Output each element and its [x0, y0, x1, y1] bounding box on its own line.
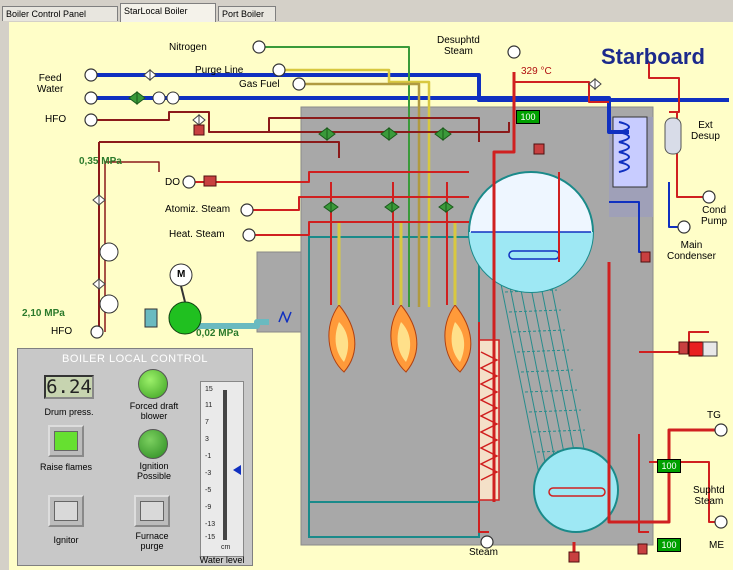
pump-icon [99, 91, 180, 314]
label-hfo-bottom: HFO [51, 326, 73, 337]
gas-burner-lines [337, 222, 457, 305]
downcomer-line [308, 237, 479, 503]
water-level-unit: cm [221, 544, 231, 551]
check-valve-icon [193, 124, 689, 563]
water-level-tick: 3 [205, 436, 209, 443]
pressure-readout-2: 2,10 MPa [22, 308, 65, 319]
water-level-marker [233, 465, 241, 475]
label-ext-desup: Ext Desup [691, 120, 720, 142]
desuper-branch [514, 81, 609, 103]
water-drum [533, 447, 619, 533]
valve-icon [128, 91, 454, 213]
water-level-tick: 11 [205, 402, 213, 409]
tank-icon [664, 117, 682, 155]
superheated-steam-branch [638, 434, 649, 533]
tab-port-boiler[interactable]: Port Boiler [218, 6, 276, 21]
pressure-readout-3: 0,02 MPa [196, 328, 239, 339]
measurement-box-3: 100 [657, 538, 681, 552]
water-level-tick: -1 [205, 453, 212, 460]
cond-return [609, 201, 641, 253]
purge-line [279, 68, 431, 307]
atomiz-steam-line [247, 196, 469, 211]
furnace-purge-label: Furnace purge [135, 531, 169, 551]
pressure-readout-1: 0,35 MPa [79, 156, 122, 167]
label-desuper-steam: Desuphtd Steam [437, 35, 480, 57]
flame-icon [328, 304, 472, 373]
do-line [189, 171, 469, 183]
measurement-box-2: 100 [657, 459, 681, 473]
endpoint-markers [84, 40, 728, 549]
label-suphtd-steam: Suphtd Steam [693, 485, 725, 507]
shutoff-valve-icon [92, 68, 602, 291]
tab-bar: Boiler Control Panel StarLocal Boiler Po… [0, 0, 733, 22]
raise-flames-button[interactable] [48, 425, 84, 457]
label-main-condenser: Main Condenser [667, 240, 716, 262]
ignition-label: Ignition Possible [136, 461, 172, 481]
furnace-purge-button[interactable] [134, 495, 170, 527]
water-level-tick: -5 [205, 487, 212, 494]
gas-fuel-line [299, 82, 421, 307]
steam-drum-water [469, 232, 593, 292]
fan-motor-label: M [177, 269, 186, 280]
measurement-box-1: 100 [516, 110, 540, 124]
boiler-local-control-panel: BOILER LOCAL CONTROL 6.24 Drum press. Fo… [17, 348, 253, 566]
drum-pressure-label: Drum press. [44, 407, 94, 417]
tab-boiler-control-panel[interactable]: Boiler Control Panel [2, 6, 118, 21]
label-feed-water: Feed Water [37, 73, 64, 95]
water-level-scale [223, 390, 227, 540]
water-level-tick: -15 [205, 534, 216, 541]
water-level-label: Water level [199, 555, 245, 565]
tab-starlocal-boiler[interactable]: StarLocal Boiler [120, 3, 216, 22]
ignitor-button[interactable] [48, 495, 84, 527]
water-level-tick: -9 [205, 504, 212, 511]
forced-draft-duct [174, 319, 269, 329]
temperature-readout: 329 °C [521, 66, 552, 77]
hfo-line [91, 111, 480, 142]
hfo-return [259, 122, 510, 133]
ignition-possible-lamp [138, 429, 168, 459]
boiler-diagram-panel: Starboard Nitrogen Purge Line Gas Fuel D… [9, 22, 733, 570]
local-control-title: BOILER LOCAL CONTROL [62, 353, 208, 365]
water-level-tick: 7 [205, 419, 209, 426]
label-nitrogen: Nitrogen [169, 42, 207, 53]
desuper-steam-line [492, 72, 516, 502]
label-cond-pump: Cond Pump [701, 205, 728, 227]
label-me: ME [709, 540, 724, 551]
label-heat-steam: Heat. Steam [169, 229, 225, 240]
heat-exchanger-icon [612, 116, 648, 188]
valve-icon [702, 341, 718, 357]
raise-flames-label: Raise flames [39, 462, 93, 472]
forced-draft-blower-lamp [138, 369, 168, 399]
feed-water-line-2 [91, 96, 629, 134]
label-atomiz-steam: Atomiz. Steam [165, 204, 231, 215]
label-steam-bottom: Steam [469, 547, 498, 558]
label-gas-fuel: Gas Fuel [239, 79, 280, 90]
fuel-circulation [98, 141, 340, 332]
water-drum-pipe [548, 487, 606, 497]
page-title: Starboard [601, 44, 705, 69]
label-do: DO [165, 177, 180, 188]
superheater-riser [478, 322, 489, 533]
label-purge-line: Purge Line [195, 65, 244, 76]
forced-draft-label: Forced draft blower [129, 401, 179, 421]
drum-pressure-display: 6.24 [44, 375, 94, 399]
water-level-tick: -3 [205, 470, 212, 477]
label-tg: TG [707, 410, 721, 421]
nitrogen-line [259, 46, 410, 307]
heat-steam-line [249, 221, 469, 236]
water-level-gauge: 15 11 7 3 -1 -3 -5 -9 -13 -15 cm [200, 381, 244, 557]
label-hfo-top: HFO [45, 114, 67, 125]
water-level-tick: -13 [205, 521, 216, 528]
water-level-tick: 15 [205, 386, 213, 393]
air-heater-coil [278, 311, 292, 323]
ext-line [648, 62, 680, 113]
ignitor-label: Ignitor [53, 535, 79, 545]
